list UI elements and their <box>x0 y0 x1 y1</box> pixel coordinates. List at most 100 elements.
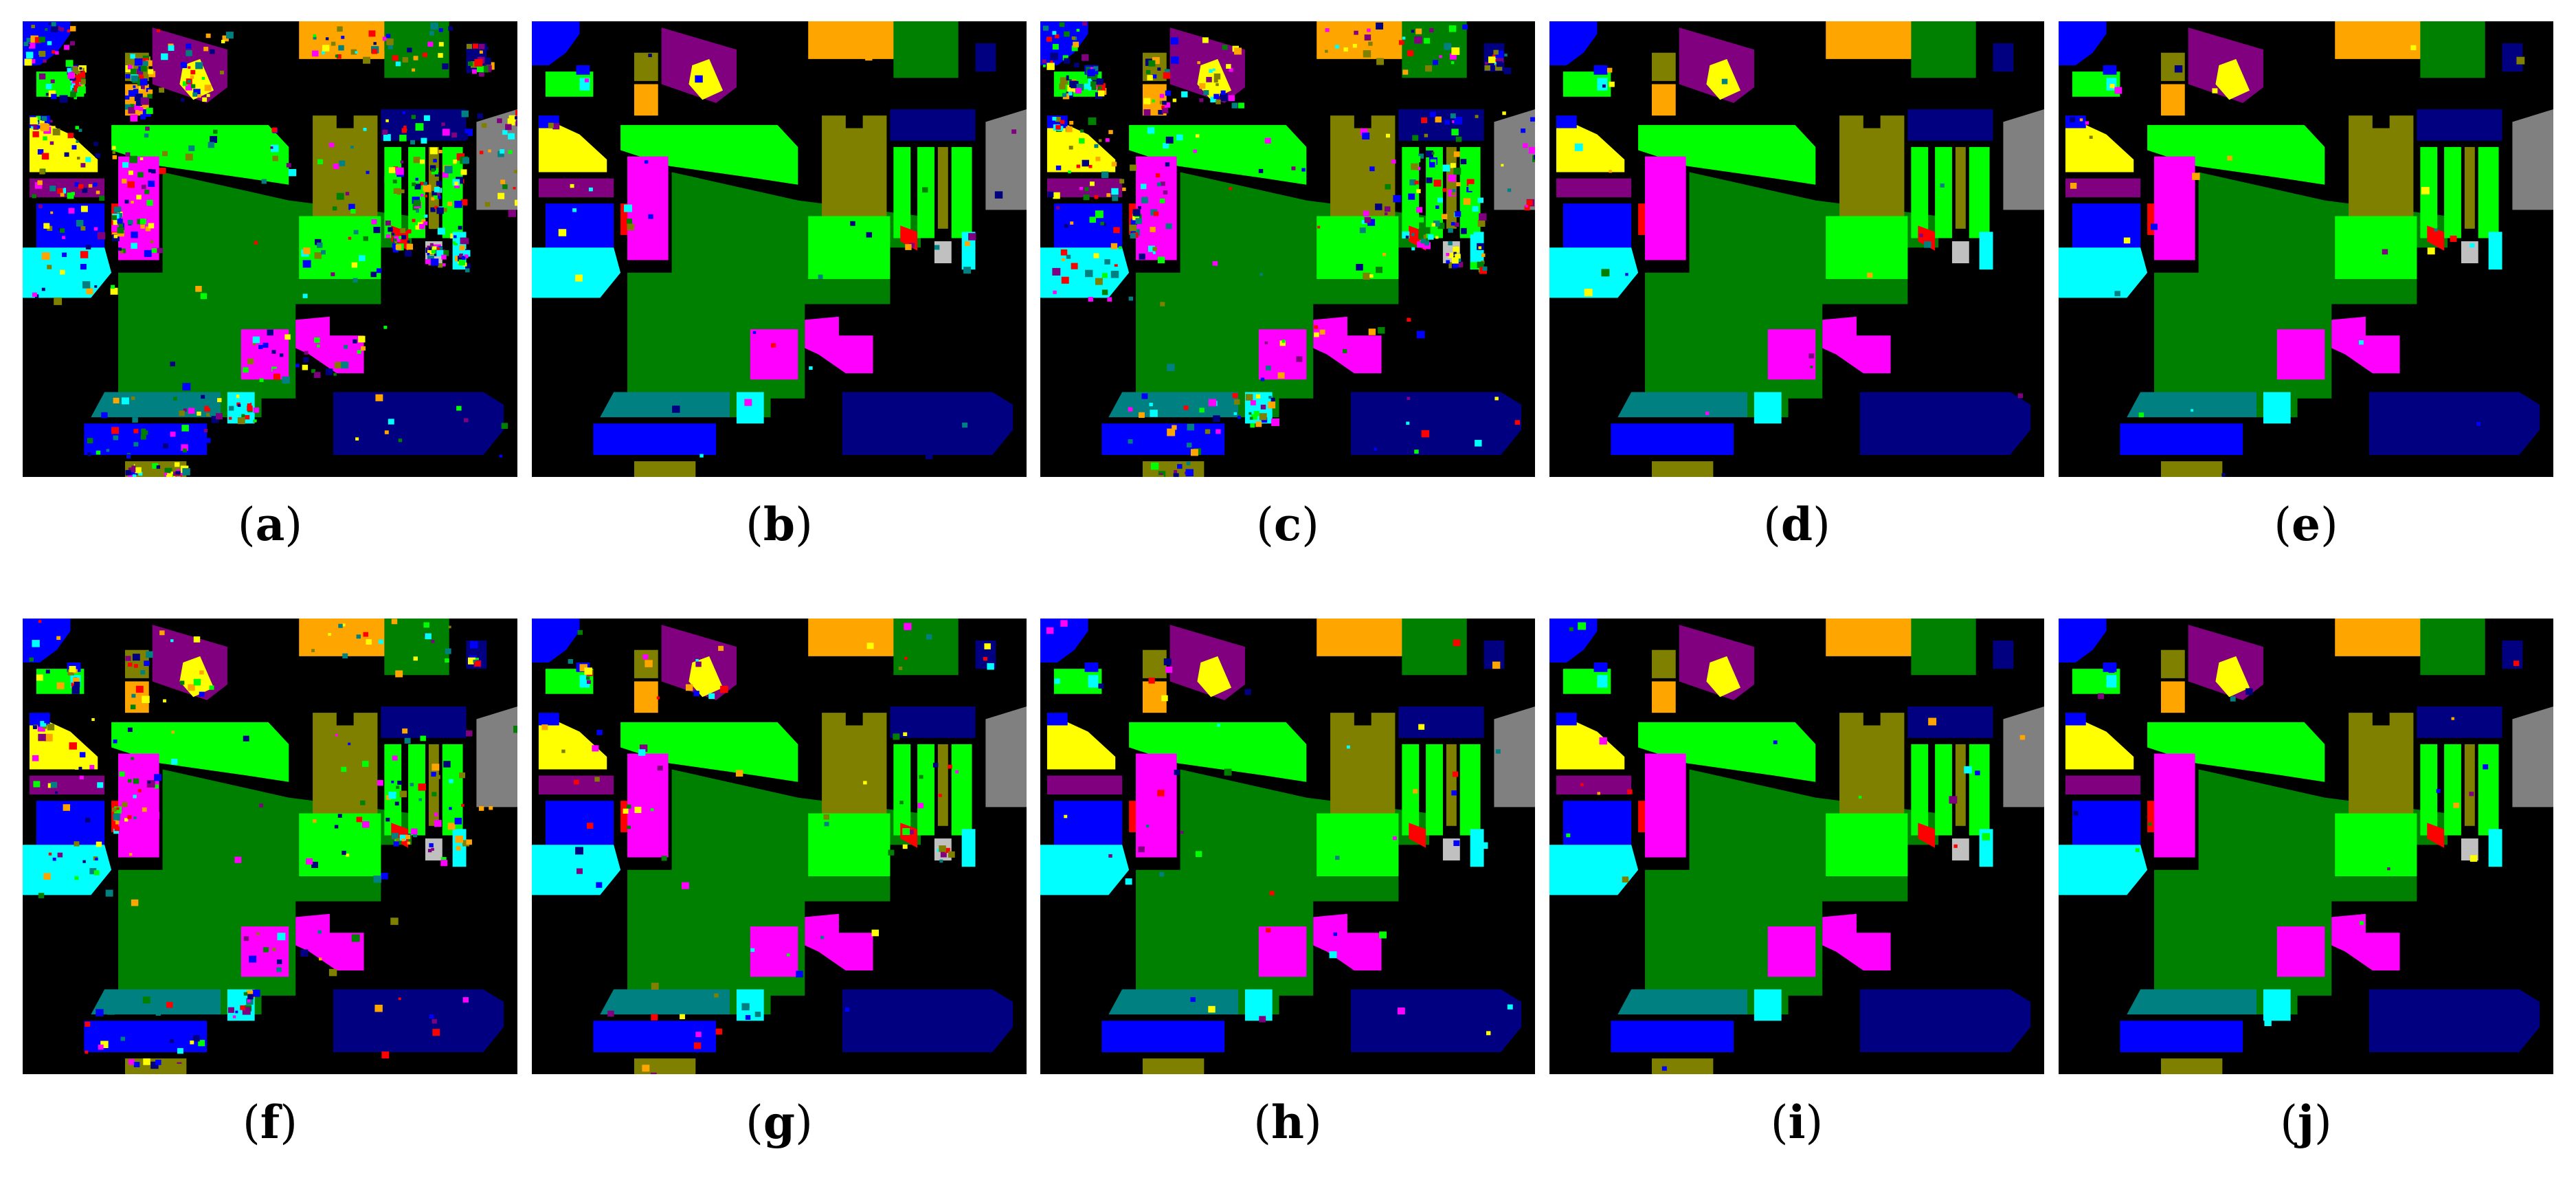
map-region-orange <box>1826 619 1915 656</box>
map-noise-pixel <box>1055 117 1061 122</box>
map-noise-pixel <box>1080 129 1084 133</box>
map-noise-pixel <box>1255 421 1262 427</box>
map-noise-pixel <box>1167 428 1176 436</box>
map-region-blue <box>1053 801 1123 845</box>
map-noise-pixel <box>317 242 323 248</box>
map-noise-pixel <box>1250 423 1255 428</box>
map-noise-pixel <box>561 749 565 753</box>
map-noise-pixel <box>312 50 319 57</box>
map-region-blue <box>2059 619 2107 663</box>
map-noise-pixel <box>720 685 728 693</box>
map-noise-pixel <box>1050 60 1053 63</box>
map-noise-pixel <box>1526 199 1533 205</box>
map-noise-pixel <box>1406 421 1410 425</box>
map-noise-pixel <box>1418 217 1424 223</box>
map-noise-pixel <box>1152 252 1156 254</box>
map-noise-pixel <box>271 350 276 354</box>
caption-c: (c) <box>1256 498 1319 551</box>
map-noise-pixel <box>69 666 76 673</box>
map-noise-pixel <box>49 120 53 123</box>
map-noise-pixel <box>1426 177 1433 183</box>
map-noise-pixel <box>402 728 408 734</box>
map-region-light_gray <box>934 241 952 264</box>
map-noise-pixel <box>468 61 473 66</box>
map-noise-pixel <box>1128 407 1133 412</box>
map-noise-pixel <box>371 219 377 225</box>
map-noise-pixel <box>136 194 142 200</box>
map-region-red <box>1409 823 1426 848</box>
map-noise-pixel <box>32 755 39 761</box>
map-noise-pixel <box>1150 410 1158 417</box>
map-region-yellow <box>2215 58 2250 100</box>
map-noise-pixel <box>1094 194 1099 199</box>
map-noise-pixel <box>1159 473 1163 477</box>
map-noise-pixel <box>1435 236 1439 239</box>
map-noise-pixel <box>1504 54 1508 57</box>
map-noise-pixel <box>1796 379 1804 386</box>
map-noise-pixel <box>1155 173 1161 178</box>
map-region-gray <box>985 109 1027 210</box>
map-noise-pixel <box>381 872 388 880</box>
map-noise-pixel <box>321 51 325 55</box>
map-noise-pixel <box>1164 69 1170 74</box>
map-noise-pixel <box>472 43 478 49</box>
map-noise-pixel <box>157 247 164 254</box>
map-noise-pixel <box>135 685 144 693</box>
map-region-yellow <box>2065 713 2134 770</box>
map-noise-pixel <box>243 367 249 373</box>
map-noise-pixel <box>192 1035 200 1042</box>
map-noise-pixel <box>357 350 361 354</box>
map-noise-pixel <box>1448 252 1455 258</box>
map-noise-pixel <box>127 219 133 225</box>
map-noise-pixel <box>254 419 257 423</box>
map-noise-pixel <box>714 993 719 998</box>
map-noise-pixel <box>1112 280 1118 285</box>
map-noise-pixel <box>489 805 493 810</box>
map-noise-pixel <box>360 800 366 805</box>
map-noise-pixel <box>314 252 322 259</box>
map-noise-pixel <box>1066 254 1071 259</box>
map-noise-pixel <box>1068 71 1077 80</box>
map-noise-pixel <box>404 27 412 34</box>
map-noise-pixel <box>1441 214 1448 220</box>
map-noise-pixel <box>402 57 409 63</box>
map-noise-pixel <box>1059 22 1065 27</box>
map-region-magenta <box>2154 156 2195 260</box>
map-noise-pixel <box>656 696 660 700</box>
map-noise-pixel <box>1281 339 1286 343</box>
map-noise-pixel <box>413 656 418 661</box>
map-noise-pixel <box>1494 397 1499 401</box>
map-noise-pixel <box>351 21 358 28</box>
map-noise-pixel <box>968 233 976 241</box>
map-noise-pixel <box>247 405 253 411</box>
map-noise-pixel <box>311 369 316 373</box>
map-noise-pixel <box>454 181 459 186</box>
map-noise-pixel <box>2358 340 2364 345</box>
map-noise-pixel <box>241 414 245 418</box>
map-noise-pixel <box>148 69 154 74</box>
map-noise-pixel <box>2109 83 2115 89</box>
map-noise-pixel <box>1369 274 1374 278</box>
map-noise-pixel <box>1417 241 1424 248</box>
map-noise-pixel <box>1011 129 1017 134</box>
map-noise-pixel <box>442 63 449 69</box>
map-noise-pixel <box>1203 90 1209 96</box>
map-region-navy <box>890 706 976 738</box>
map-noise-pixel <box>436 247 440 251</box>
map-noise-pixel <box>575 274 583 282</box>
map-noise-pixel <box>127 663 133 667</box>
map-noise-pixel <box>1421 234 1426 239</box>
map-noise-pixel <box>1064 814 1068 819</box>
map-noise-pixel <box>339 160 346 166</box>
map-noise-pixel <box>203 429 208 433</box>
map-noise-pixel <box>154 784 159 789</box>
map-noise-pixel <box>462 157 469 164</box>
map-noise-pixel <box>33 781 41 788</box>
map-noise-pixel <box>1060 120 1065 124</box>
map-noise-pixel <box>1163 142 1169 149</box>
map-noise-pixel <box>1090 67 1095 71</box>
map-noise-pixel <box>30 58 36 64</box>
classification-map-h <box>1040 619 1535 1074</box>
map-noise-pixel <box>140 97 149 105</box>
map-noise-pixel <box>1391 159 1396 164</box>
